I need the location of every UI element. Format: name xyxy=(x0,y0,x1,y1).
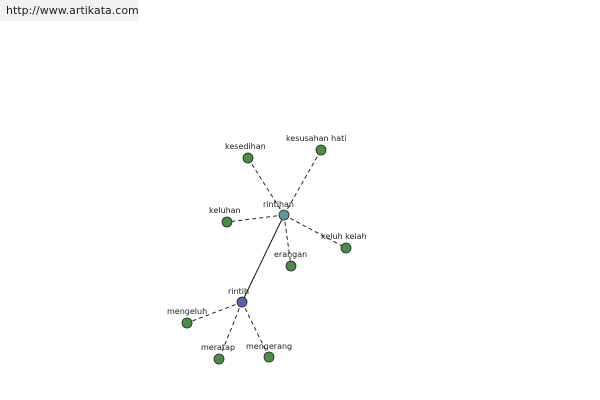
node-label-meratap[interactable]: meratap xyxy=(201,343,235,352)
node-label-keluhan[interactable]: keluhan xyxy=(209,206,241,215)
node-label-erangan[interactable]: erangan xyxy=(274,250,307,259)
edge-rintih-mengerang xyxy=(241,301,270,358)
node-label-kesusahan-hati[interactable]: kesusahan hati xyxy=(286,134,347,143)
nodes-layer xyxy=(181,144,352,365)
node-keluh-kelah[interactable] xyxy=(340,242,352,254)
node-label-mengeluh[interactable]: mengeluh xyxy=(167,307,207,316)
edge-rintihan-keluhan xyxy=(226,214,285,223)
edge-rintihan-keluh-kelah xyxy=(283,214,347,249)
node-label-keluh-kelah[interactable]: keluh kelah xyxy=(321,232,367,241)
node-keluhan[interactable] xyxy=(221,216,233,228)
node-label-rintih[interactable]: rintih xyxy=(228,287,249,296)
edge-rintihan-kesedihan xyxy=(247,157,285,216)
edge-rintih-mengeluh xyxy=(186,301,243,324)
node-label-mengerang[interactable]: mengerang xyxy=(246,342,292,351)
source-url-label[interactable]: http://www.artikata.com xyxy=(0,0,139,21)
node-mengeluh[interactable] xyxy=(181,317,193,329)
node-rintihan[interactable] xyxy=(278,209,290,221)
node-erangan[interactable] xyxy=(285,260,297,272)
edges-layer xyxy=(186,149,347,360)
node-mengerang[interactable] xyxy=(263,351,275,363)
edge-rintih-meratap xyxy=(218,301,243,360)
labels-layer: rintih rintihan kesedihan kesusahan hati kel… xyxy=(167,134,367,352)
node-kesusahan-hati[interactable] xyxy=(315,144,327,156)
edge-rintih-rintihan xyxy=(241,214,285,303)
node-label-rintihan[interactable]: rintihan xyxy=(263,200,294,209)
node-label-kesedihan[interactable]: kesedihan xyxy=(225,142,266,151)
edge-rintihan-kesusahan-hati xyxy=(283,149,322,216)
node-kesedihan[interactable] xyxy=(242,152,254,164)
edge-rintihan-erangan xyxy=(283,214,292,267)
node-meratap[interactable] xyxy=(213,353,225,365)
node-rintih[interactable] xyxy=(236,296,248,308)
